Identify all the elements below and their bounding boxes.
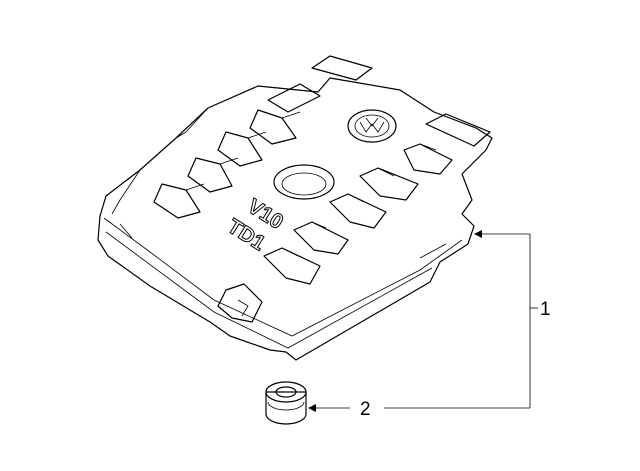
callout-1: 1 <box>540 299 551 320</box>
leader-lines <box>308 230 538 412</box>
vw-logo-icon <box>347 109 397 143</box>
grommet[interactable] <box>265 381 307 425</box>
cover-rib-right <box>263 55 491 285</box>
callout-2: 2 <box>360 399 371 420</box>
cover-rib-left <box>153 83 321 219</box>
engine-cover[interactable]: V10 TD1 <box>97 55 493 361</box>
cover-latch <box>217 283 263 323</box>
oil-filler-opening <box>273 164 335 200</box>
